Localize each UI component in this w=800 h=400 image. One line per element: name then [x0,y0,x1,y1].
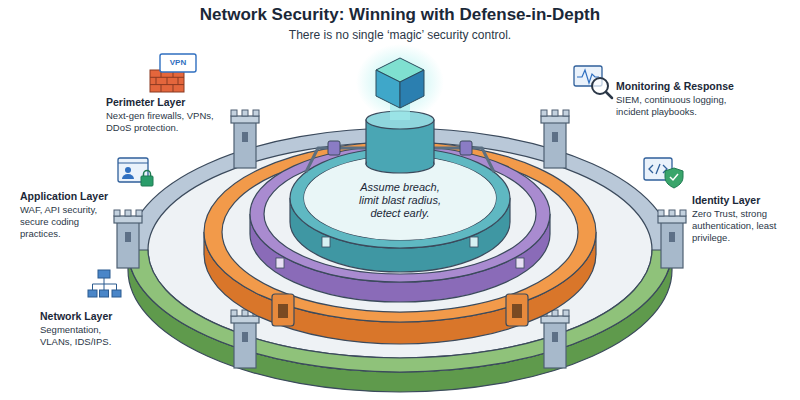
code-symbol [649,164,667,174]
firewall-icon [150,54,196,92]
cube-left [376,70,400,108]
network-icon [88,270,121,297]
brick-wall [150,70,184,92]
gate-door [278,304,288,318]
tower [231,110,259,168]
shield-check [670,174,678,180]
core-glow [356,44,444,120]
ring-top [250,146,550,282]
user-body [122,174,134,179]
layer-description: WAF, API security, secure coding practic… [20,204,112,240]
device [460,141,472,155]
hierarchy-box [98,270,110,278]
window [322,237,330,247]
core-ring [290,148,510,272]
hierarchy-box [112,290,121,297]
gate-door [512,304,522,318]
zone-motto: Assume breach, limit blast radius, detec… [350,181,450,220]
wall-top [128,128,672,372]
tower [231,310,259,368]
layer-heading: Monitoring & Response [616,80,756,93]
core-floor [304,156,496,240]
icon-label: VPN [160,55,196,71]
layer-description: Next-gen firewalls, VPNs, DDoS protectio… [106,110,224,134]
gate [506,294,528,326]
monitoring-icon [574,66,612,98]
layer-heading: Identity Layer [692,194,794,207]
lock-body [141,176,153,186]
towers [114,110,686,368]
tower [541,310,569,368]
ring-top [290,148,510,248]
cube-right [400,70,424,108]
window [516,258,524,268]
user-head [125,167,131,173]
perimeter-wall [128,128,672,392]
device [328,141,340,155]
layer-description: Zero Trust, strong authentication, least… [692,208,794,244]
layer-heading: Perimeter Layer [106,96,224,109]
layer-heading: Application Layer [20,190,112,203]
app-titlebar [118,163,148,164]
shield [665,168,683,188]
core-zone: Assume breach, limit blast radius, detec… [348,179,452,222]
layer-description: Segmentation, VLANs, IDS/IPS. [40,324,132,348]
gate [272,294,294,326]
window [470,237,478,247]
tower [658,210,686,268]
identity-ring [250,146,550,302]
layer-description: SIEM, continuous logging, incident playb… [616,94,756,118]
hierarchy-box [88,290,97,297]
tower [541,110,569,168]
pedestal-fill [367,150,433,164]
application-icon [118,158,153,186]
hierarchy-box [100,290,109,297]
vpn-window [160,54,196,72]
brick-lines [150,70,184,92]
diagram-title: Network Security: Winning with Defense-i… [0,4,800,25]
magnifier-handle [606,92,612,98]
courtyard [148,142,652,358]
subtitle: There is no single ‘magic’ security cont… [150,28,650,43]
hierarchy-lines [93,278,117,290]
window [276,258,284,268]
identity-icon [644,158,683,188]
core-pedestal [356,44,444,173]
tower [114,210,142,268]
application-ring [204,142,596,344]
layer-heading: Network Layer [40,310,132,323]
ring-top [204,142,596,322]
